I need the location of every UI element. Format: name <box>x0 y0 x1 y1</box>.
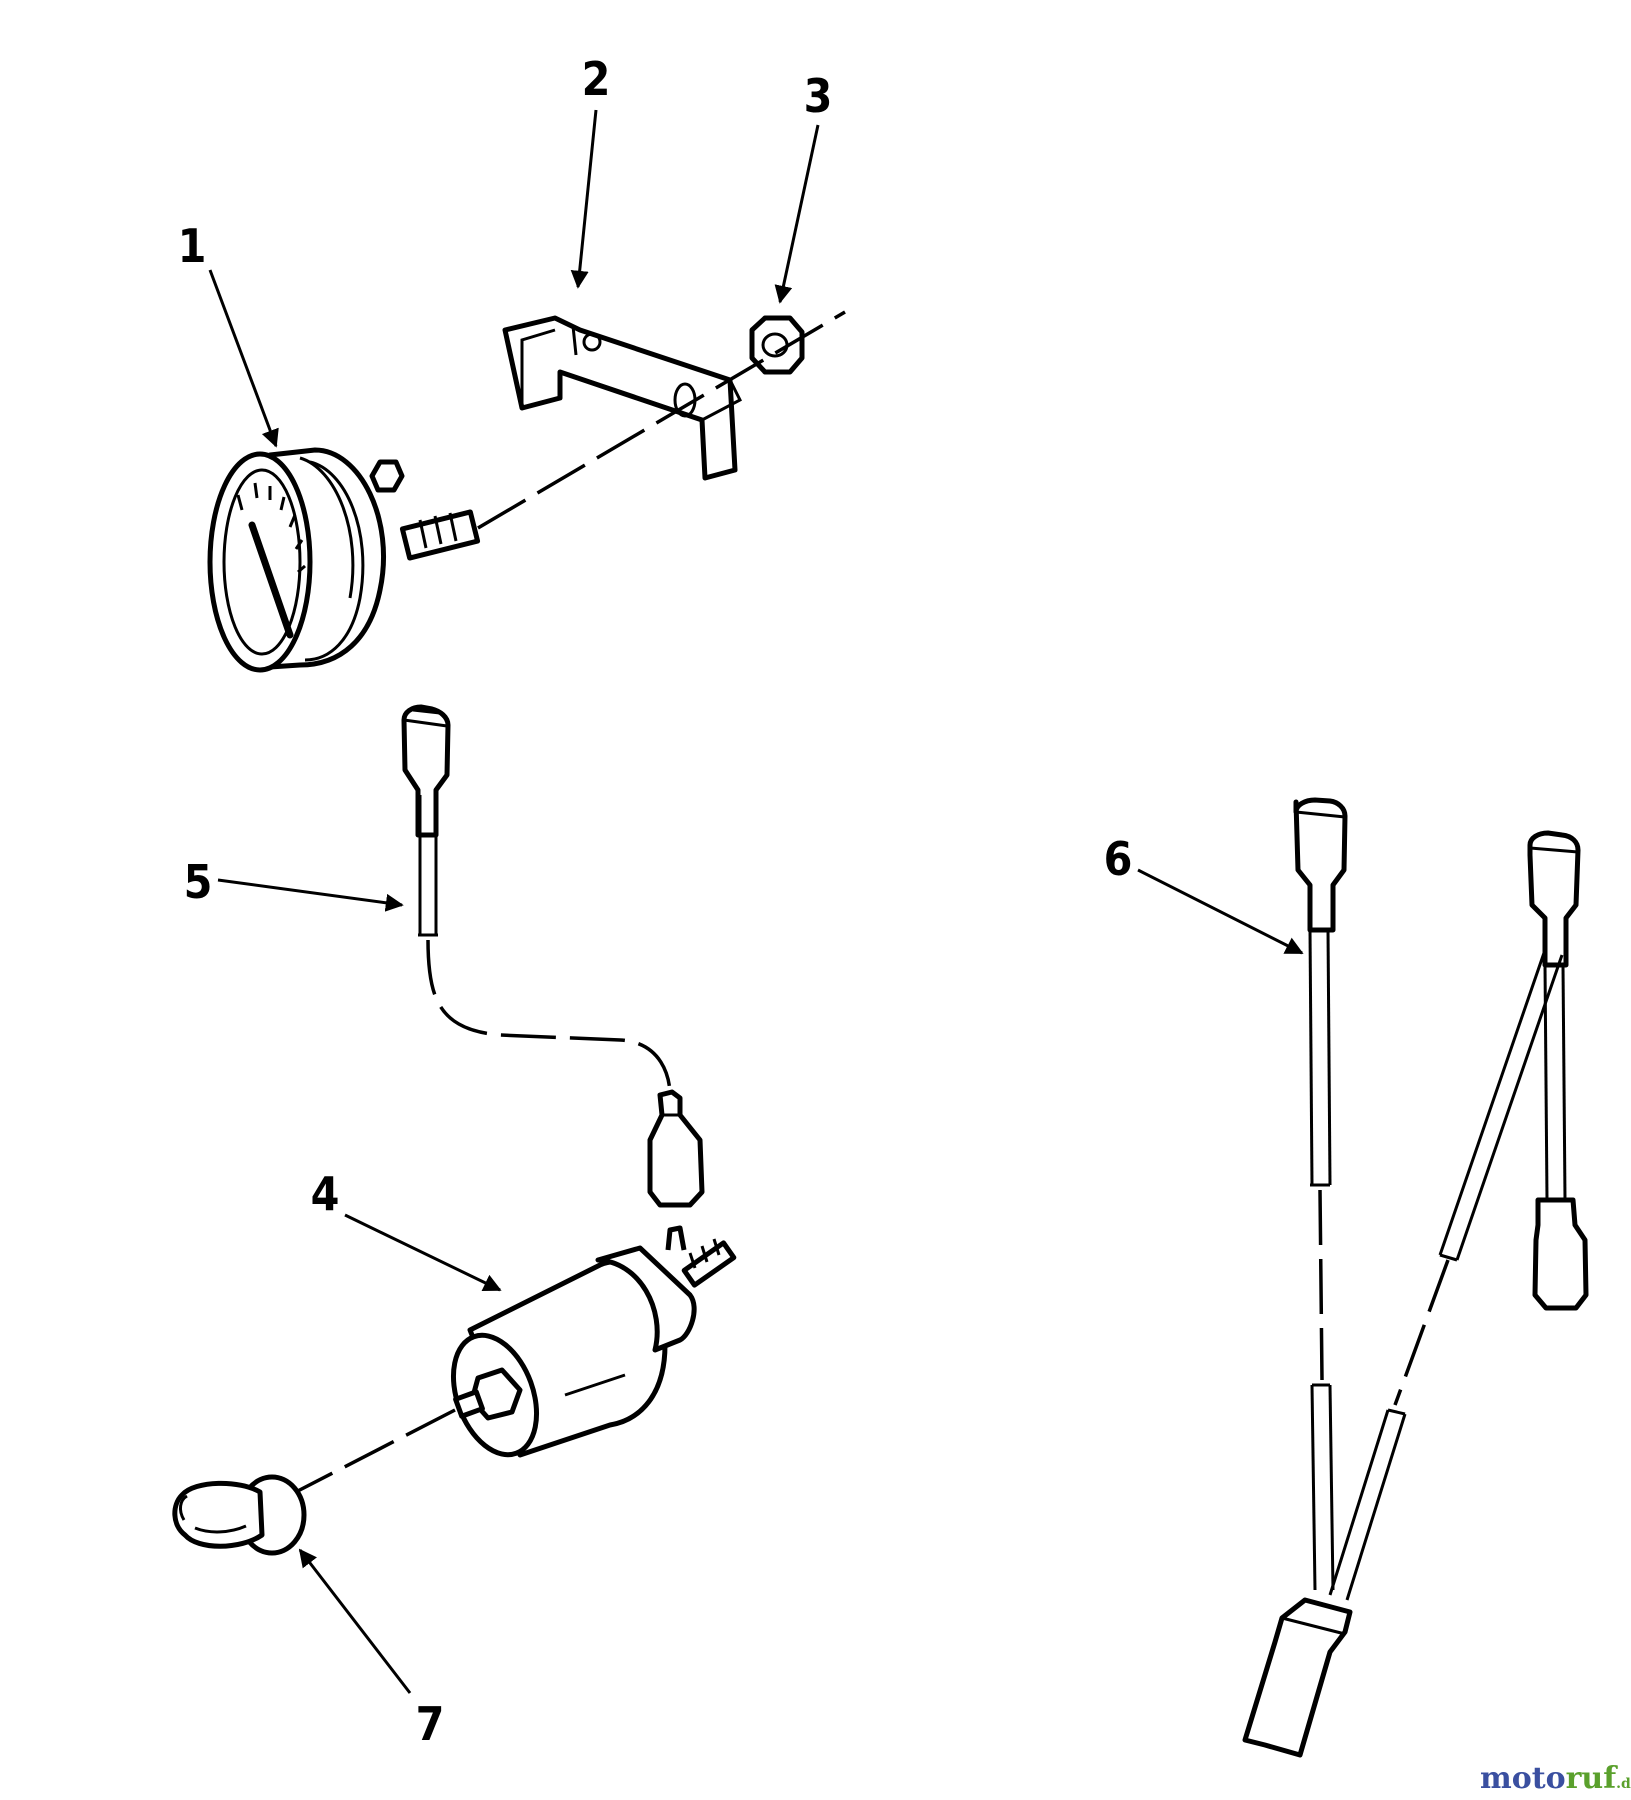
part-5-connector <box>401 704 705 1208</box>
leader-5 <box>217 878 404 912</box>
part-7-boot <box>172 1474 307 1556</box>
callout-4: 4 <box>311 1167 340 1221</box>
part-4-sensor <box>450 1225 737 1458</box>
watermark-blue: moto <box>1480 1761 1566 1796</box>
leader-6 <box>1137 868 1304 955</box>
callout-1: 1 <box>178 219 207 273</box>
part-2-bracket <box>502 315 742 481</box>
watermark-suffix: .de <box>1616 1776 1631 1792</box>
assembly-axis-4-7 <box>289 1408 456 1497</box>
callout-3: 3 <box>804 69 833 123</box>
part-6-wire-harness <box>1242 797 1589 1758</box>
leader-1 <box>208 269 279 448</box>
watermark: motoruf.de <box>1480 1761 1631 1796</box>
callout-numbers: 1 2 3 4 5 6 7 <box>178 52 1133 1751</box>
callout-6: 6 <box>1104 832 1133 886</box>
callout-7: 7 <box>416 1697 445 1751</box>
leader-7 <box>298 1548 412 1694</box>
assembly-axis-1-2-3 <box>477 310 846 530</box>
leader-2 <box>570 109 598 289</box>
callout-2: 2 <box>582 52 611 106</box>
part-1-gauge <box>207 447 481 673</box>
leader-4 <box>344 1213 502 1292</box>
watermark-green: ruf <box>1566 1761 1619 1796</box>
callout-5: 5 <box>184 855 213 909</box>
leader-lines <box>208 109 1304 1694</box>
leader-3 <box>774 124 820 304</box>
